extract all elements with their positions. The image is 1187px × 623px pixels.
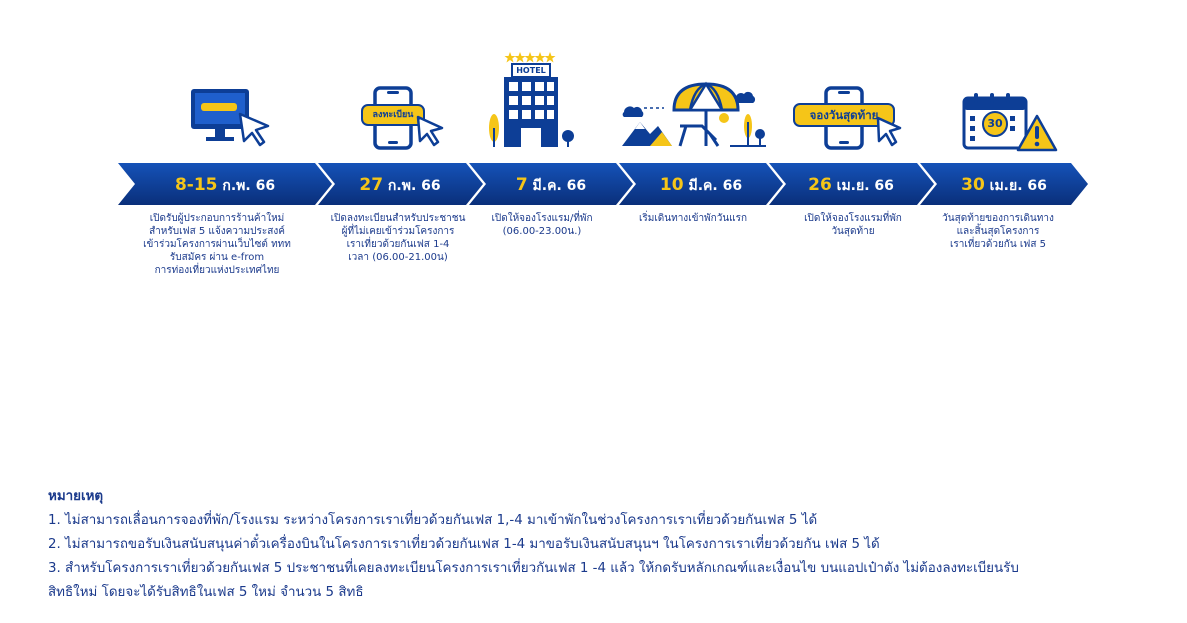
description-line: และสิ้นสุดโครงการ [956, 226, 1040, 237]
calendar-warning-icon: 30 [962, 92, 1058, 152]
phone-last-day-icon: จองวันสุดท้าย [792, 86, 902, 150]
chevron-bar [118, 163, 1088, 205]
stage-date-unit: ก.พ. 66 [217, 178, 276, 194]
stage-date-unit: เม.ย. 66 [831, 178, 894, 194]
description-line: สำหรับเฟส 5 แจ้งความประสงค์ [149, 226, 285, 237]
last-day-badge-text: จองวันสุดท้าย [809, 108, 879, 122]
description-line: ผู้ที่ไม่เคยเข้าร่วมโครงการ [341, 226, 455, 237]
computer-icon [191, 89, 270, 147]
stage-date-3: 7 มี.ค. 66 [487, 172, 615, 198]
stage-date-number: 8-15 [174, 175, 218, 195]
stage-date-number: 27 [359, 175, 384, 195]
description-line: รับสมัคร ผ่าน e-from [169, 252, 265, 263]
chevron-2 [318, 163, 483, 205]
description-line: เปิดให้จองโรงแรมที่พัก [804, 213, 902, 224]
note-line-3: 3. สำหรับโครงการเราเที่ยวด้วยกันเฟส 5 ปร… [48, 561, 1019, 576]
chevron-1 [118, 163, 332, 205]
phone-register-icon: ลงทะเบียน [360, 86, 444, 150]
stage-description-4: เริ่มเดินทางเข้าพักวันแรก [608, 212, 778, 225]
stage-description-3: เปิดให้จองโรงแรม/ที่พัก (06.00-23.00น.) [457, 212, 627, 238]
stage-date-unit: มี.ค. 66 [683, 178, 743, 194]
description-line: เราเที่ยวด้วยกันเฟส 1-4 [346, 239, 450, 250]
stage-date-number: 7 [515, 175, 528, 195]
stage-description-6: วันสุดท้ายของการเดินทาง และสิ้นสุดโครงกา… [913, 212, 1083, 251]
stage-date-unit: ก.พ. 66 [383, 178, 441, 194]
stage-date-unit: มี.ค. 66 [527, 178, 587, 194]
stage-date-number: 26 [808, 175, 832, 195]
description-line: เราเที่ยวด้วยกัน เฟส 5 [949, 239, 1047, 250]
description-line: (06.00-23.00น.) [502, 226, 582, 237]
chevron-4 [619, 163, 783, 205]
stage-description-5: เปิดให้จองโรงแรมที่พัก วันสุดท้าย [768, 212, 938, 238]
stage-description-1: เปิดรับผู้ประกอบการร้านค้าใหม่ สำหรับเฟส… [132, 212, 302, 277]
notes-title: หมายเหตุ [48, 489, 104, 504]
note-line-2: 2. ไม่สามารถขอรับเงินสนับสนุนค่าตั๋วเครื… [48, 537, 880, 552]
description-line: เริ่มเดินทางเข้าพักวันแรก [638, 213, 748, 224]
stage-description-2: เปิดลงทะเบียนสำหรับประชาชน ผู้ที่ไม่เคยเ… [313, 212, 483, 264]
stage-date-6: 30 เม.ย. 66 [938, 172, 1070, 198]
beach-umbrella-icon [622, 81, 766, 147]
chevron-3 [469, 163, 633, 205]
stage-date-2: 27 ก.พ. 66 [336, 172, 464, 198]
timeline: ลงทะเบียน HOTEL [0, 0, 1187, 300]
stage-date-4: 10 มี.ค. 66 [637, 172, 765, 198]
hotel-icon: HOTEL [486, 50, 586, 150]
register-badge-text: ลงทะเบียน [372, 110, 414, 120]
stage-date-number: 10 [659, 175, 684, 195]
stage-date-1: 8-15 ก.พ. 66 [140, 172, 310, 198]
chevron-5 [769, 163, 934, 205]
chevron-6 [920, 163, 1088, 205]
description-line: เข้าร่วมโครงการผ่านเว็บไซต์ ททท [143, 239, 291, 250]
description-line: การท่องเที่ยวแห่งประเทศไทย [154, 265, 280, 276]
stage-date-5: 26 เม.ย. 66 [787, 172, 915, 198]
note-line-3-continued: สิทธิใหม่ โดยจะได้รับสิทธิในเฟส 5 ใหม่ จ… [48, 585, 364, 600]
calendar-day-text: 30 [987, 117, 1003, 130]
hotel-sign-text: HOTEL [516, 66, 546, 75]
description-line: วันสุดท้ายของการเดินทาง [942, 213, 1054, 224]
stage-date-unit: เม.ย. 66 [984, 178, 1047, 194]
description-line: เปิดให้จองโรงแรม/ที่พัก [491, 213, 593, 224]
description-line: เปิดลงทะเบียนสำหรับประชาชน [330, 213, 466, 224]
description-line: เปิดรับผู้ประกอบการร้านค้าใหม่ [149, 213, 285, 224]
description-line: เวลา (06.00-21.00น) [348, 252, 448, 263]
note-line-1: 1. ไม่สามารถเลื่อนการจองที่พัก/โรงแรม ระ… [48, 513, 818, 528]
stage-date-number: 30 [961, 175, 985, 195]
description-line: วันสุดท้าย [831, 226, 875, 237]
notes-section: หมายเหตุ 1. ไม่สามารถเลื่อนการจองที่พัก/… [48, 485, 1168, 605]
